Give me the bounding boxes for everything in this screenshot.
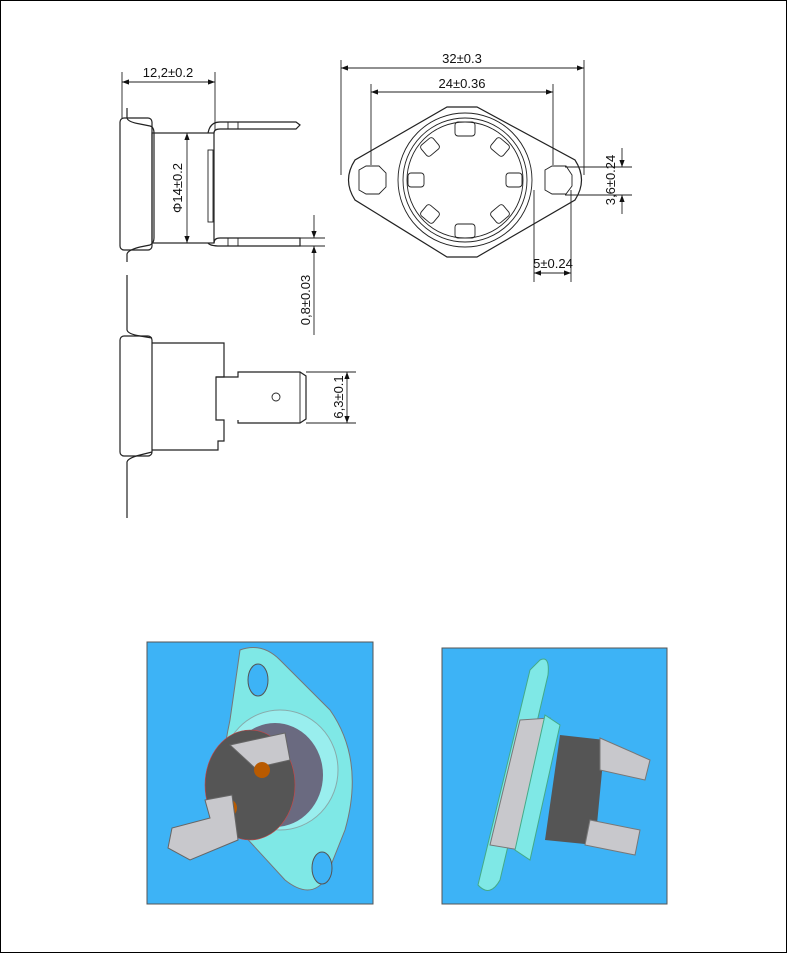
dim-body-diameter: Φ14±0.2 <box>170 163 185 213</box>
dim-terminal-thickness: 0,8±0.03 <box>298 275 313 326</box>
dim-hole-height: 3,6±0.24 <box>603 155 618 206</box>
dim-terminal-width: 6,3±0.1 <box>331 375 346 418</box>
dim-hole-spacing: 24±0.36 <box>439 76 486 91</box>
dim-flange-length: 32±0.3 <box>442 51 482 66</box>
render-front-view <box>146 641 374 905</box>
bottom-view <box>119 275 356 518</box>
render-side-view <box>441 647 668 905</box>
side-view <box>119 72 325 335</box>
top-view <box>340 60 632 282</box>
dim-side-length: 12,2±0.2 <box>143 65 194 80</box>
dim-hole-width: 5±0.24 <box>533 256 573 271</box>
